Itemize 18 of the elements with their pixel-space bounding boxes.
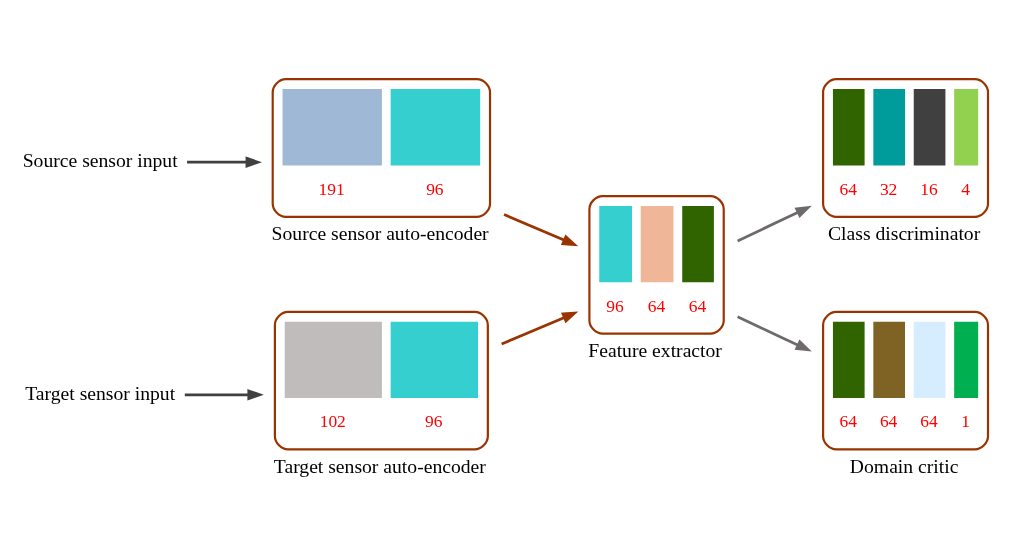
arrow bbox=[187, 155, 262, 168]
node-label: Source sensor auto-encoder bbox=[271, 221, 489, 244]
node-text: Source sensor input bbox=[22, 148, 178, 171]
node-label: Class discriminator bbox=[828, 221, 981, 244]
arrow bbox=[184, 388, 264, 401]
arrow bbox=[501, 311, 579, 345]
node-label: Feature extractor bbox=[588, 338, 722, 361]
arrow bbox=[737, 205, 812, 242]
node-box: 102 96 bbox=[273, 310, 489, 450]
node-text: Target sensor input bbox=[25, 381, 176, 404]
arrow bbox=[503, 212, 579, 246]
node-box: 64 64 64 1 bbox=[822, 310, 990, 450]
node-label: Domain critic bbox=[849, 454, 959, 477]
arrow bbox=[737, 315, 812, 352]
node-box: 64 32 16 4 bbox=[822, 77, 990, 218]
node-box: 96 64 64 bbox=[588, 194, 725, 335]
node-label: Target sensor auto-encoder bbox=[273, 454, 486, 477]
node-box: 191 96 bbox=[271, 77, 492, 218]
